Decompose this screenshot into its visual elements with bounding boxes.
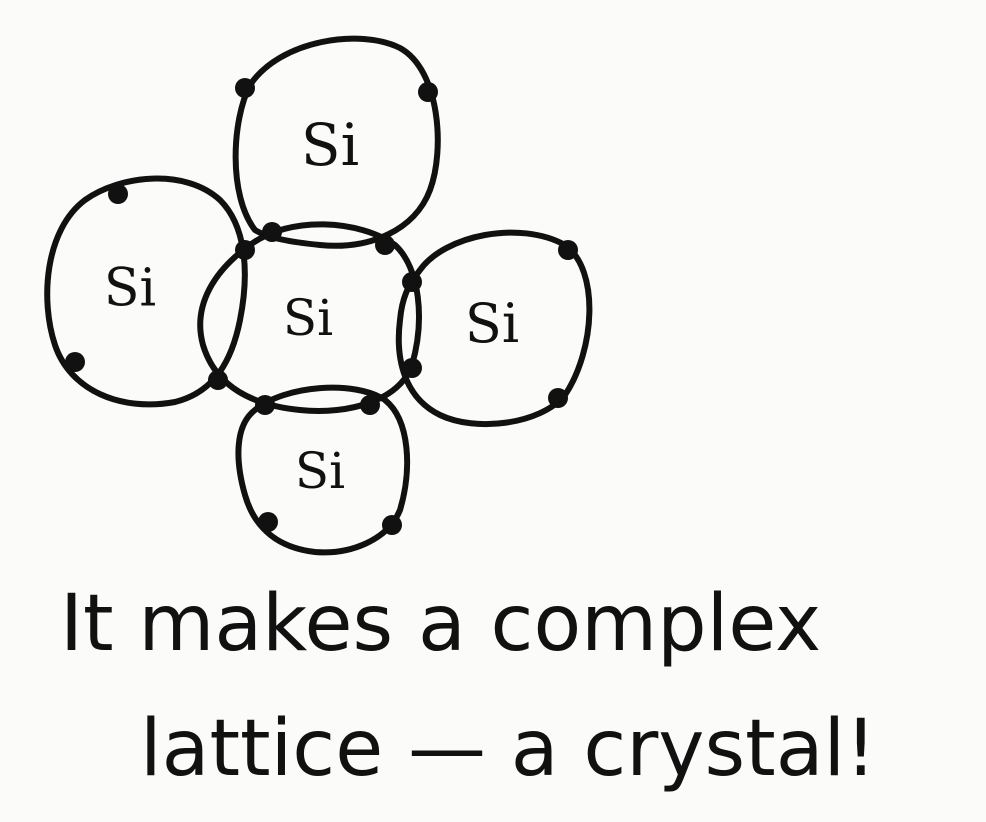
atom-ring-top [232,35,441,249]
electron-dot [235,240,255,260]
electron-dot [375,235,395,255]
atom-label-bottom: Si [295,442,345,500]
electron-dot [548,388,568,408]
electron-dot [208,370,228,390]
atom-label-top: Si [301,111,359,179]
electron-dot [258,512,278,532]
caption-line-2: lattice — a crystal! [140,704,876,794]
electron-dot [235,78,255,98]
electron-dot [382,515,402,535]
electron-dots [65,78,578,535]
atom-label-left: Si [104,259,156,319]
electron-dot [255,395,275,415]
electron-dot [360,395,380,415]
electron-dot [402,272,422,292]
electron-dot [65,352,85,372]
electron-dot [262,222,282,242]
atom-label-right: Si [465,292,519,355]
atom-ring-bottom [235,384,411,556]
electron-dot [558,240,578,260]
caption-line-1: It makes a complex [60,579,821,669]
electron-dot [402,358,422,378]
atom-label-center: Si [283,289,333,347]
electron-dot [108,184,128,204]
electron-dot [418,82,438,102]
